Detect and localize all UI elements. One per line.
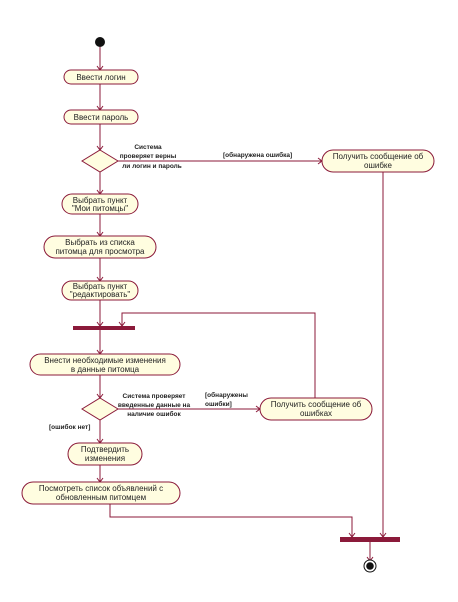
activity-select-edit: Выбрать пункт "редактировать" bbox=[61, 280, 139, 301]
guard-errors-found-2: ошибки] bbox=[205, 400, 232, 408]
activity-password: Ввести пароль bbox=[63, 109, 139, 125]
svg-text:Ввести логин: Ввести логин bbox=[76, 73, 125, 82]
activity-enter-changes: Внести необходимые изменения в данные пи… bbox=[29, 353, 181, 376]
svg-text:"редактировать": "редактировать" bbox=[70, 290, 131, 299]
svg-text:обновленным питомцем: обновленным питомцем bbox=[56, 493, 146, 502]
data-decision bbox=[81, 397, 119, 421]
activity-view-ads: Посмотреть список объявлений с обновленн… bbox=[21, 481, 181, 505]
fork-bar bbox=[73, 326, 135, 330]
activity-login: Ввести логин bbox=[63, 69, 139, 85]
activity-errors-message: Получить сообщение об ошибках bbox=[259, 397, 373, 421]
svg-text:изменения: изменения bbox=[85, 454, 125, 463]
svg-text:Получить сообщение об: Получить сообщение об bbox=[271, 400, 362, 409]
initial-node bbox=[95, 37, 105, 47]
svg-text:ошибке: ошибке bbox=[364, 161, 393, 170]
svg-text:ли логин и пароль: ли логин и пароль bbox=[122, 163, 182, 170]
svg-text:Посмотреть список объявлений с: Посмотреть список объявлений с bbox=[39, 484, 163, 493]
data-decision-label: Система проверяет введенные данные на на… bbox=[118, 393, 191, 418]
svg-text:введенные данные на: введенные данные на bbox=[118, 402, 191, 409]
svg-text:Выбрать пункт: Выбрать пункт bbox=[73, 282, 128, 291]
svg-text:Подтвердить: Подтвердить bbox=[81, 445, 129, 454]
auth-decision bbox=[81, 149, 119, 173]
svg-text:Внести необходимые изменения: Внести необходимые изменения bbox=[44, 356, 166, 365]
svg-text:в данные питомца: в данные питомца bbox=[71, 365, 140, 374]
join-bar bbox=[340, 537, 400, 542]
activity-select-pet: Выбрать из списка питомца для просмотра bbox=[43, 235, 157, 259]
svg-text:Получить сообщение об: Получить сообщение об bbox=[333, 152, 424, 161]
svg-text:"Мои питомцы": "Мои питомцы" bbox=[72, 204, 128, 213]
guard-errors-found-1: [обнаружены bbox=[205, 391, 248, 399]
svg-text:проверяет верны: проверяет верны bbox=[120, 153, 177, 160]
edge-errors-loop bbox=[121, 312, 316, 398]
svg-text:Ввести пароль: Ввести пароль bbox=[74, 113, 129, 122]
svg-text:ошибках: ошибках bbox=[300, 409, 332, 418]
activity-select-my-pets: Выбрать пункт "Мои питомцы" bbox=[61, 193, 139, 215]
activity-error-message: Получить сообщение об ошибке bbox=[321, 149, 435, 173]
svg-text:наличие ошибок: наличие ошибок bbox=[127, 410, 181, 418]
svg-text:Система: Система bbox=[134, 144, 162, 151]
svg-text:питомца для просмотра: питомца для просмотра bbox=[55, 247, 145, 256]
svg-text:Выбрать пункт: Выбрать пункт bbox=[73, 196, 128, 205]
svg-text:Выбрать из списка: Выбрать из списка bbox=[65, 238, 135, 247]
guard-error-found: [обнаружена ошибка] bbox=[223, 151, 292, 159]
guard-no-errors: [ошибок нет] bbox=[49, 423, 90, 431]
auth-decision-label: Система проверяет верны ли логин и парол… bbox=[120, 144, 182, 170]
activity-confirm: Подтвердить изменения bbox=[67, 442, 143, 466]
svg-text:Система проверяет: Система проверяет bbox=[123, 393, 186, 400]
edge-view-join bbox=[109, 504, 353, 537]
